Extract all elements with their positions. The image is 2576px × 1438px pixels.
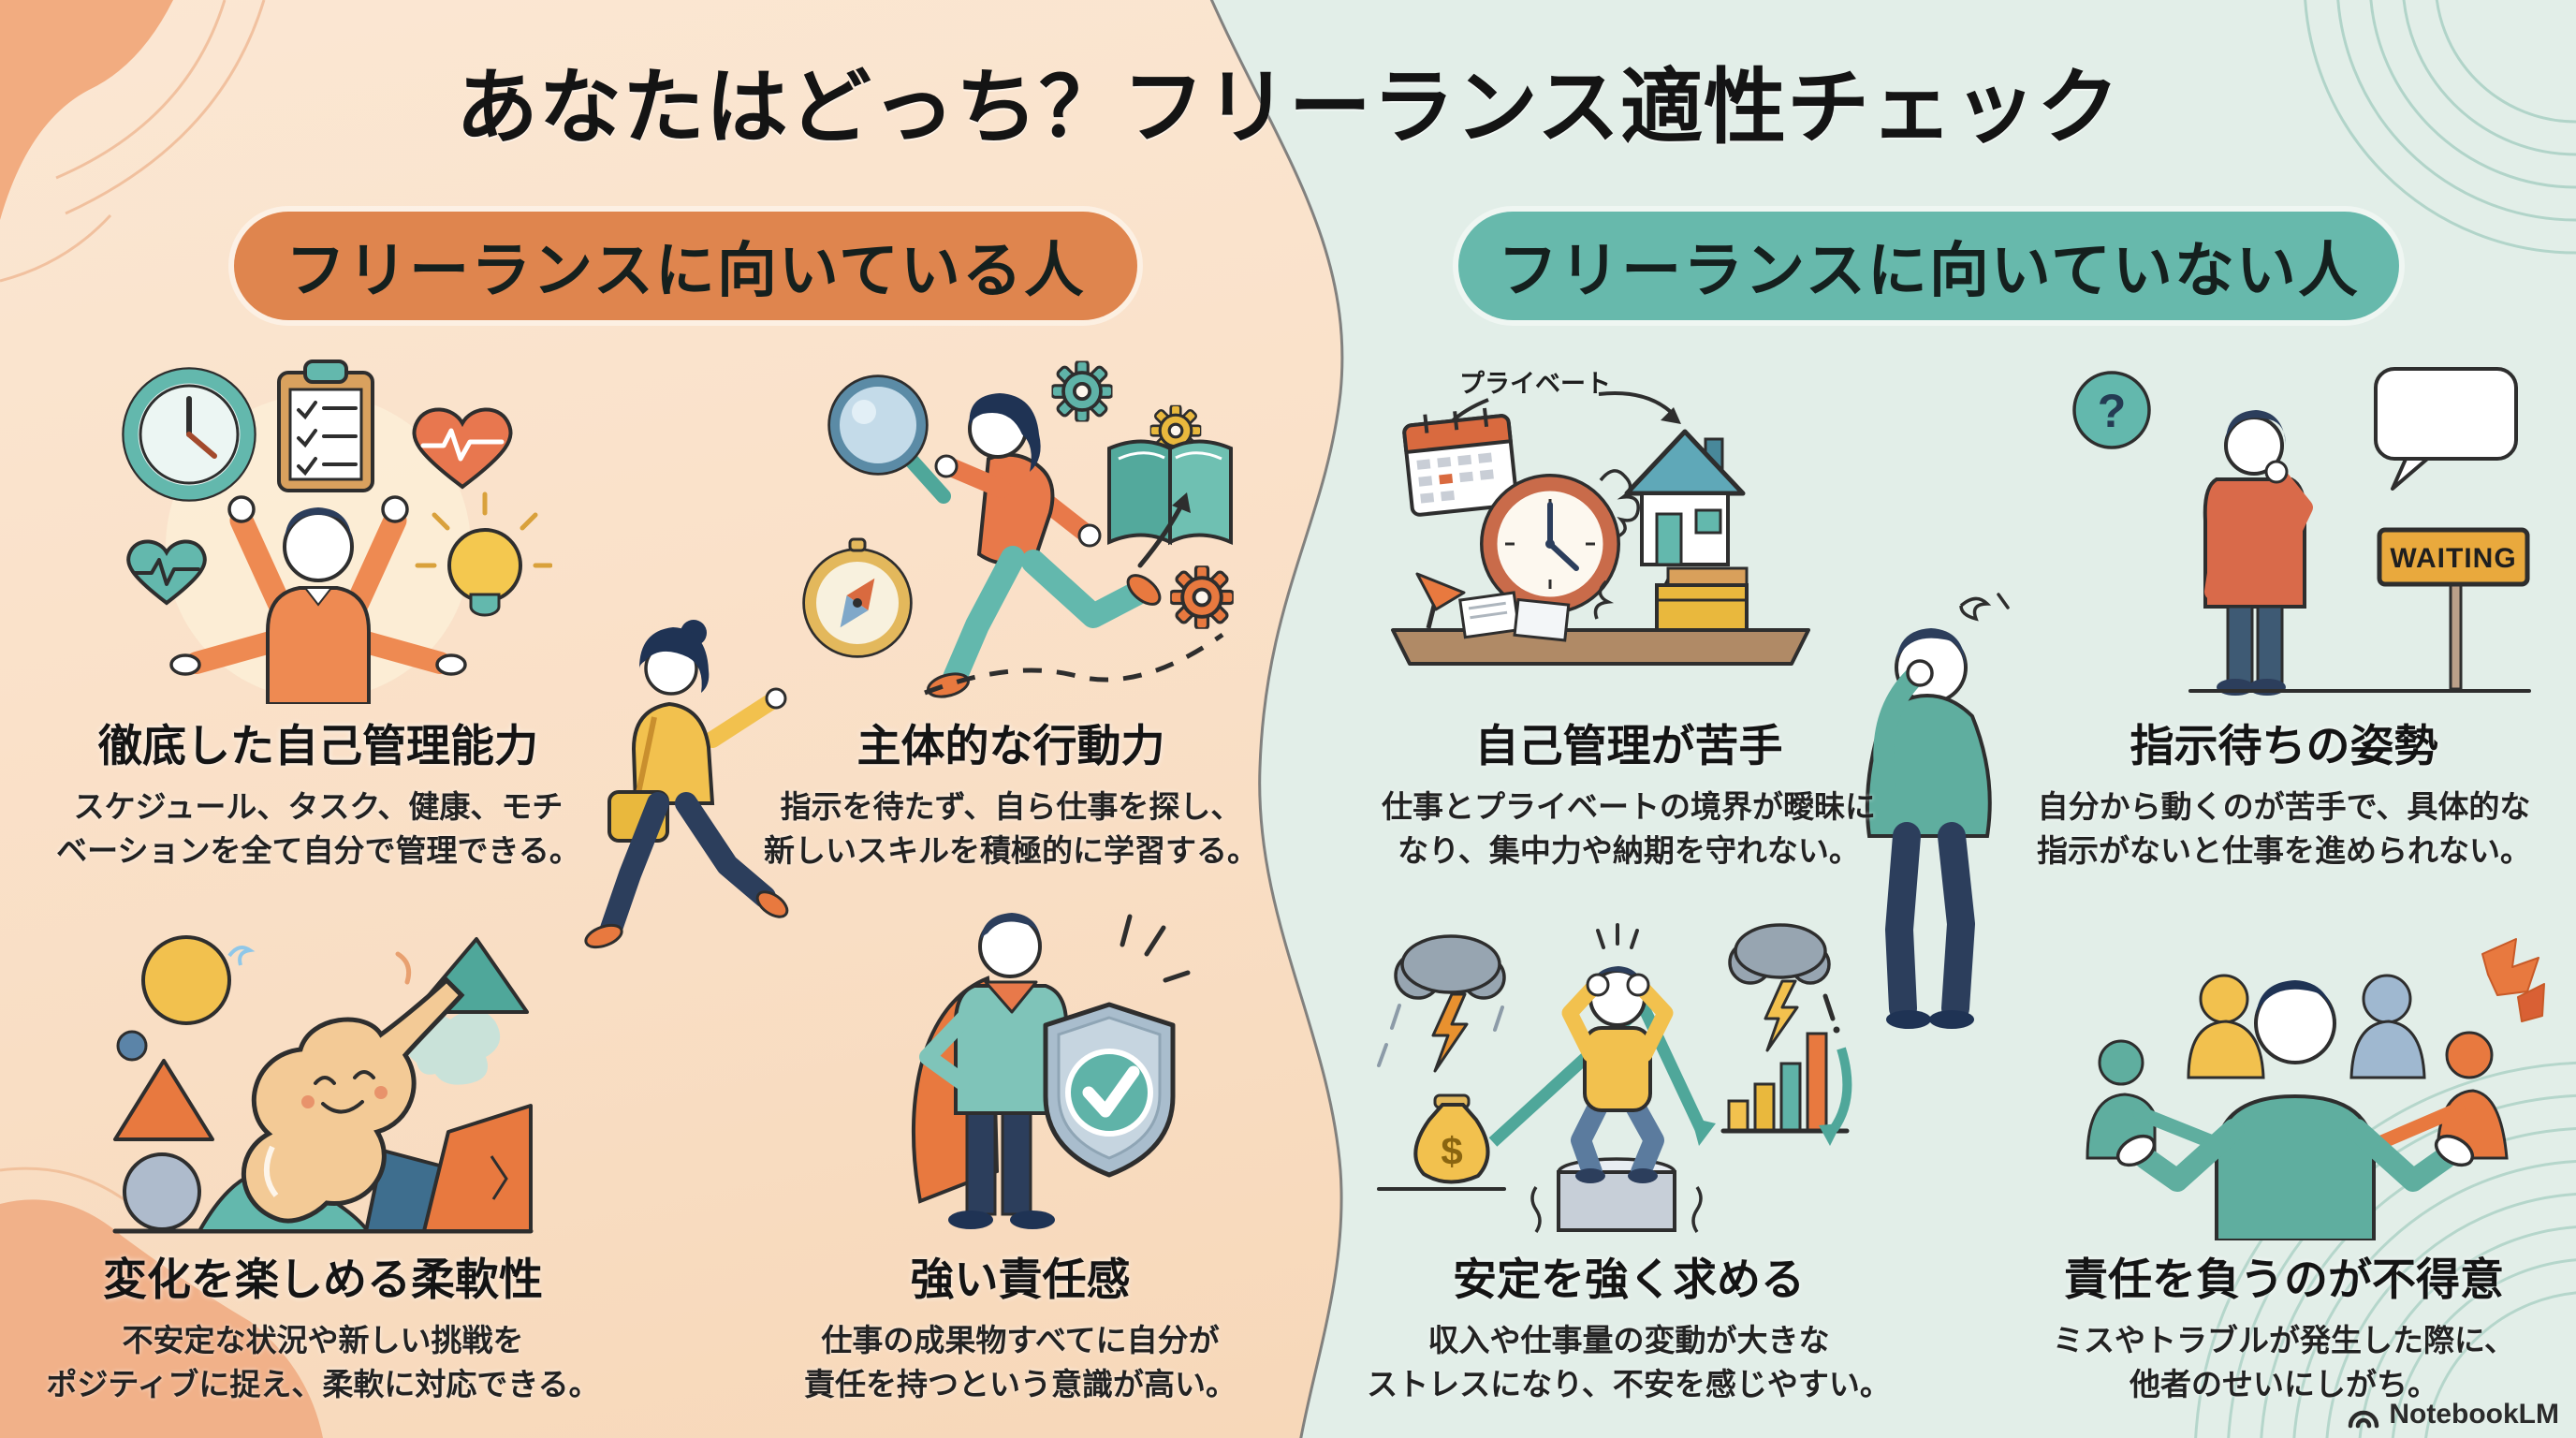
top-left-wave-lines xyxy=(0,0,266,283)
figure-blue xyxy=(2349,974,2426,1079)
illustration-walking-woman xyxy=(584,620,789,949)
house-icon xyxy=(1624,429,1746,566)
illustration-proactive xyxy=(802,360,1234,698)
illustration-self-management xyxy=(122,360,552,704)
tile-heading: 安定を強く求める xyxy=(1453,1255,1805,1304)
tile-poor-self-management: 自己管理が苦手 仕事とプライベートの境界が曖昧に なり、集中力や納期を守れない。 xyxy=(1348,710,1910,873)
page-title: あなたはどっち？フリーランス適性チェック xyxy=(455,61,2121,154)
svg-text:?: ? xyxy=(2098,385,2127,437)
calendar-icon xyxy=(1402,407,1519,517)
tile-blame: 責任を負うのが不得意 ミスやトラブルが発生した際に、 他者のせいにしがち。 xyxy=(1994,1243,2574,1407)
tile-heading: 責任を負うのが不得意 xyxy=(2064,1255,2504,1304)
running-woman xyxy=(927,393,1162,698)
tile-proactive: 主体的な行動力 指示を待たず、自ら仕事を探し、 新しいスキルを積極的に学習する。 xyxy=(739,710,1282,873)
alarm-clock-icon xyxy=(1480,474,1620,614)
desk-lamp xyxy=(1415,572,1466,611)
bar-chart-icon xyxy=(1720,1032,1852,1146)
illustration-blame xyxy=(2086,938,2545,1240)
tile-heading: 指示待ちの姿勢 xyxy=(2130,721,2438,770)
watermark-label: NotebookLM xyxy=(2389,1399,2559,1430)
top-left-blob xyxy=(0,0,173,220)
health-heart-icon xyxy=(412,407,513,490)
lightbulb-icon xyxy=(415,492,552,617)
argument-blob xyxy=(2517,983,2545,1022)
tile-heading: 強い責任感 xyxy=(910,1255,1131,1304)
bottom-left-blob xyxy=(0,1199,323,1438)
tile-self-management: 徹底した自己管理能力 スケジュール、タスク、健康、モチ ベーションを全て自分で管… xyxy=(37,710,599,873)
tile-heading: 変化を楽しめる柔軟性 xyxy=(103,1255,543,1304)
panicked-person-on-pedestal xyxy=(1530,923,1703,1233)
desk xyxy=(1391,628,1810,666)
tile-desc: 収入や仕事量の変動が大きな ストレスになり、不安を感じやすい。 xyxy=(1367,1323,1891,1401)
shield-check-icon xyxy=(1043,1002,1176,1178)
four-armed-person xyxy=(169,495,467,704)
svg-text:$: $ xyxy=(1441,1129,1462,1173)
tile-responsibility: 強い責任感 仕事の成果物すべてに自分が 責任を持つという意識が高い。 xyxy=(749,1243,1292,1407)
tile-desc: 仕事の成果物すべてに自分が 責任を持つという意識が高い。 xyxy=(804,1323,1237,1401)
shrugging-man xyxy=(2115,980,2475,1240)
svg-text:WAITING: WAITING xyxy=(2390,543,2516,574)
tile-desc: スケジュール、タスク、健康、モチ ベーションを全て自分で管理できる。 xyxy=(56,789,580,868)
tile-waiting: 指示待ちの姿勢 自分から動くのが苦手で、具体的な 指示がないと仕事を進められない… xyxy=(2003,710,2565,873)
notebooklm-logo-icon xyxy=(2349,1410,2379,1429)
tile-stability: 安定を強く求める 収入や仕事量の変動が大きな ストレスになり、不安を感じやすい。 xyxy=(1348,1243,1910,1407)
orange-rock xyxy=(422,1104,533,1233)
pointing-figure-orange xyxy=(2372,1031,2509,1160)
folder-box-icon xyxy=(1655,566,1749,632)
storm-cloud-icon xyxy=(1728,923,1840,1052)
money-bag-icon: $ xyxy=(1413,1093,1490,1184)
tile-desc: ミスやトラブルが発生した際に、 他者のせいにしがち。 xyxy=(2052,1323,2515,1401)
tile-heading: 自己管理が苦手 xyxy=(1474,721,1783,770)
book-icon xyxy=(1107,404,1233,546)
waiting-man xyxy=(2203,410,2313,696)
waiting-sign: WAITING xyxy=(2377,527,2530,691)
illustration-poor-self-management: プライベート xyxy=(1391,370,1810,666)
pulse-heart-icon xyxy=(126,539,207,606)
tile-heading: 徹底した自己管理能力 xyxy=(98,721,538,770)
orange-triangle xyxy=(113,1059,214,1141)
smiling-blob xyxy=(241,976,465,1224)
illustration-responsibility xyxy=(911,913,1191,1229)
speech-bubble xyxy=(2374,367,2518,491)
tile-desc: 自分から動くのが苦手で、具体的な 指示がないと仕事を進められない。 xyxy=(2037,789,2531,868)
illustration-waiting: ? WAITING xyxy=(2072,367,2531,696)
private-label: プライベート xyxy=(1459,370,1611,398)
gray-circle xyxy=(123,1152,201,1231)
checklist-icon xyxy=(277,360,374,492)
compass-icon xyxy=(802,537,913,658)
magnifier-icon xyxy=(827,374,951,504)
illustration-flexibility xyxy=(112,935,534,1234)
tile-desc: 指示を待たず、自ら仕事を探し、 新しいスキルを積極的に学習する。 xyxy=(764,789,1258,868)
illustration-facepalm-man xyxy=(1865,593,2010,1029)
left-section-header: フリーランスに向いている人 xyxy=(234,212,1137,320)
figure-yellow xyxy=(2187,974,2265,1079)
tile-heading: 主体的な行動力 xyxy=(856,721,1165,770)
clock-icon xyxy=(122,367,256,502)
gear-icon xyxy=(1051,360,1113,422)
wavy-divider-line xyxy=(1209,0,1344,1438)
gear-icon xyxy=(1170,565,1234,629)
argument-blob xyxy=(2481,938,2539,996)
scribble xyxy=(1599,469,1640,538)
watermark: NotebookLM xyxy=(2347,1399,2559,1431)
sun-circle xyxy=(141,935,231,1025)
illustration-instability: $ xyxy=(1377,923,1852,1233)
tile-desc: 不安定な状況や新しい挑戦を ポジティブに捉え、柔軟に対応できる。 xyxy=(46,1323,600,1401)
tile-flexibility: 変化を楽しめる柔軟性 不安定な状況や新しい挑戦を ポジティブに捉え、柔軟に対応で… xyxy=(37,1243,608,1407)
question-bubble: ? xyxy=(2072,371,2151,449)
right-section-header: フリーランスに向いていない人 xyxy=(1458,212,2399,320)
storm-cloud-icon xyxy=(1377,934,1506,1073)
tile-desc: 仕事とプライベートの境界が曖昧に なり、集中力や納期を守れない。 xyxy=(1382,789,1876,868)
